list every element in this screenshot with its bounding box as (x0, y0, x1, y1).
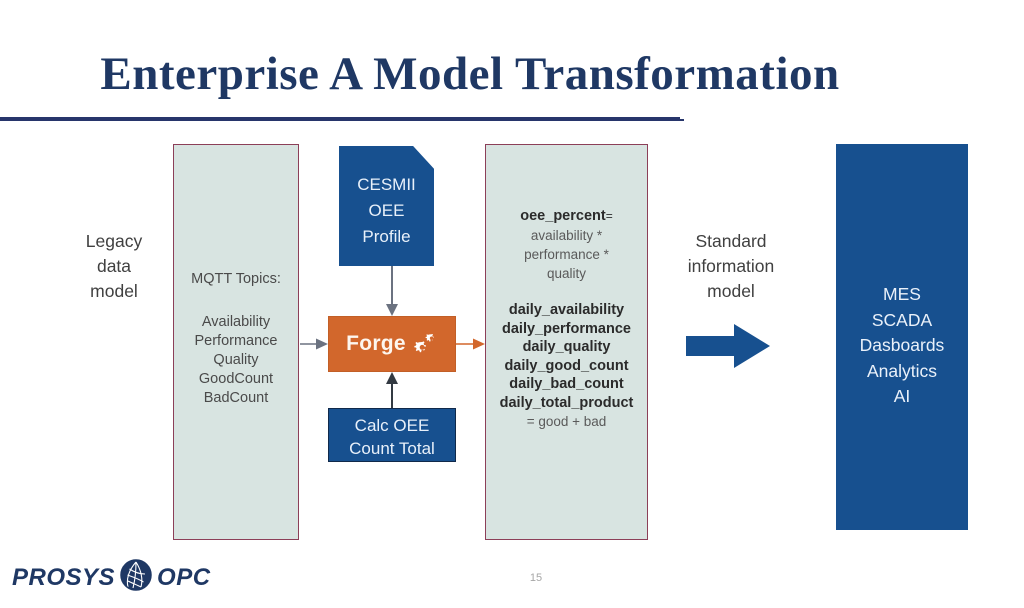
title-underline-rule (0, 117, 680, 121)
mqtt-topics-heading: MQTT Topics: (191, 271, 281, 287)
logo-word-prosys: PROSYS (12, 563, 116, 591)
oee-percent-formula: availability * performance * quality (524, 228, 609, 281)
consumers-panel: MES SCADA Dasboards Analytics AI (836, 144, 968, 530)
prosys-emblem-icon (119, 558, 153, 597)
calc-oee-count-total-box: Calc OEE Count Total (328, 408, 456, 462)
standard-information-model-caption: Standard information model (687, 231, 775, 301)
legacy-data-model-panel (173, 144, 299, 540)
cesmii-oee-profile-document: CESMII OEE Profile (339, 146, 434, 266)
block-arrow-right-icon (686, 324, 770, 368)
output-metrics-group: oee_percent= availability * performance … (485, 206, 648, 431)
oee-percent-name: oee_percent (520, 208, 606, 224)
forge-label: Forge (346, 332, 406, 355)
legacy-data-model-caption: Legacy data model (85, 231, 143, 301)
oee-percent-equals: = (605, 209, 613, 223)
oee-percent-row: oee_percent= (485, 206, 648, 226)
logo-word-opc: OPC (157, 563, 211, 591)
forge-process-box[interactable]: Forge (328, 316, 456, 372)
gears-icon (412, 332, 438, 356)
prosys-opc-logo: PROSYS OPC (12, 558, 211, 597)
page-number: 15 (529, 572, 543, 584)
daily-metrics-list: daily_availability daily_performance dai… (499, 302, 634, 411)
daily-total-note: = good + bad (526, 414, 607, 429)
mqtt-topics-list: Availability Performance Quality GoodCou… (194, 314, 278, 406)
title-underline-tail (666, 119, 684, 121)
standard-model-output-panel (485, 144, 648, 540)
page-title: Enterprise A Model Transformation (100, 48, 840, 100)
